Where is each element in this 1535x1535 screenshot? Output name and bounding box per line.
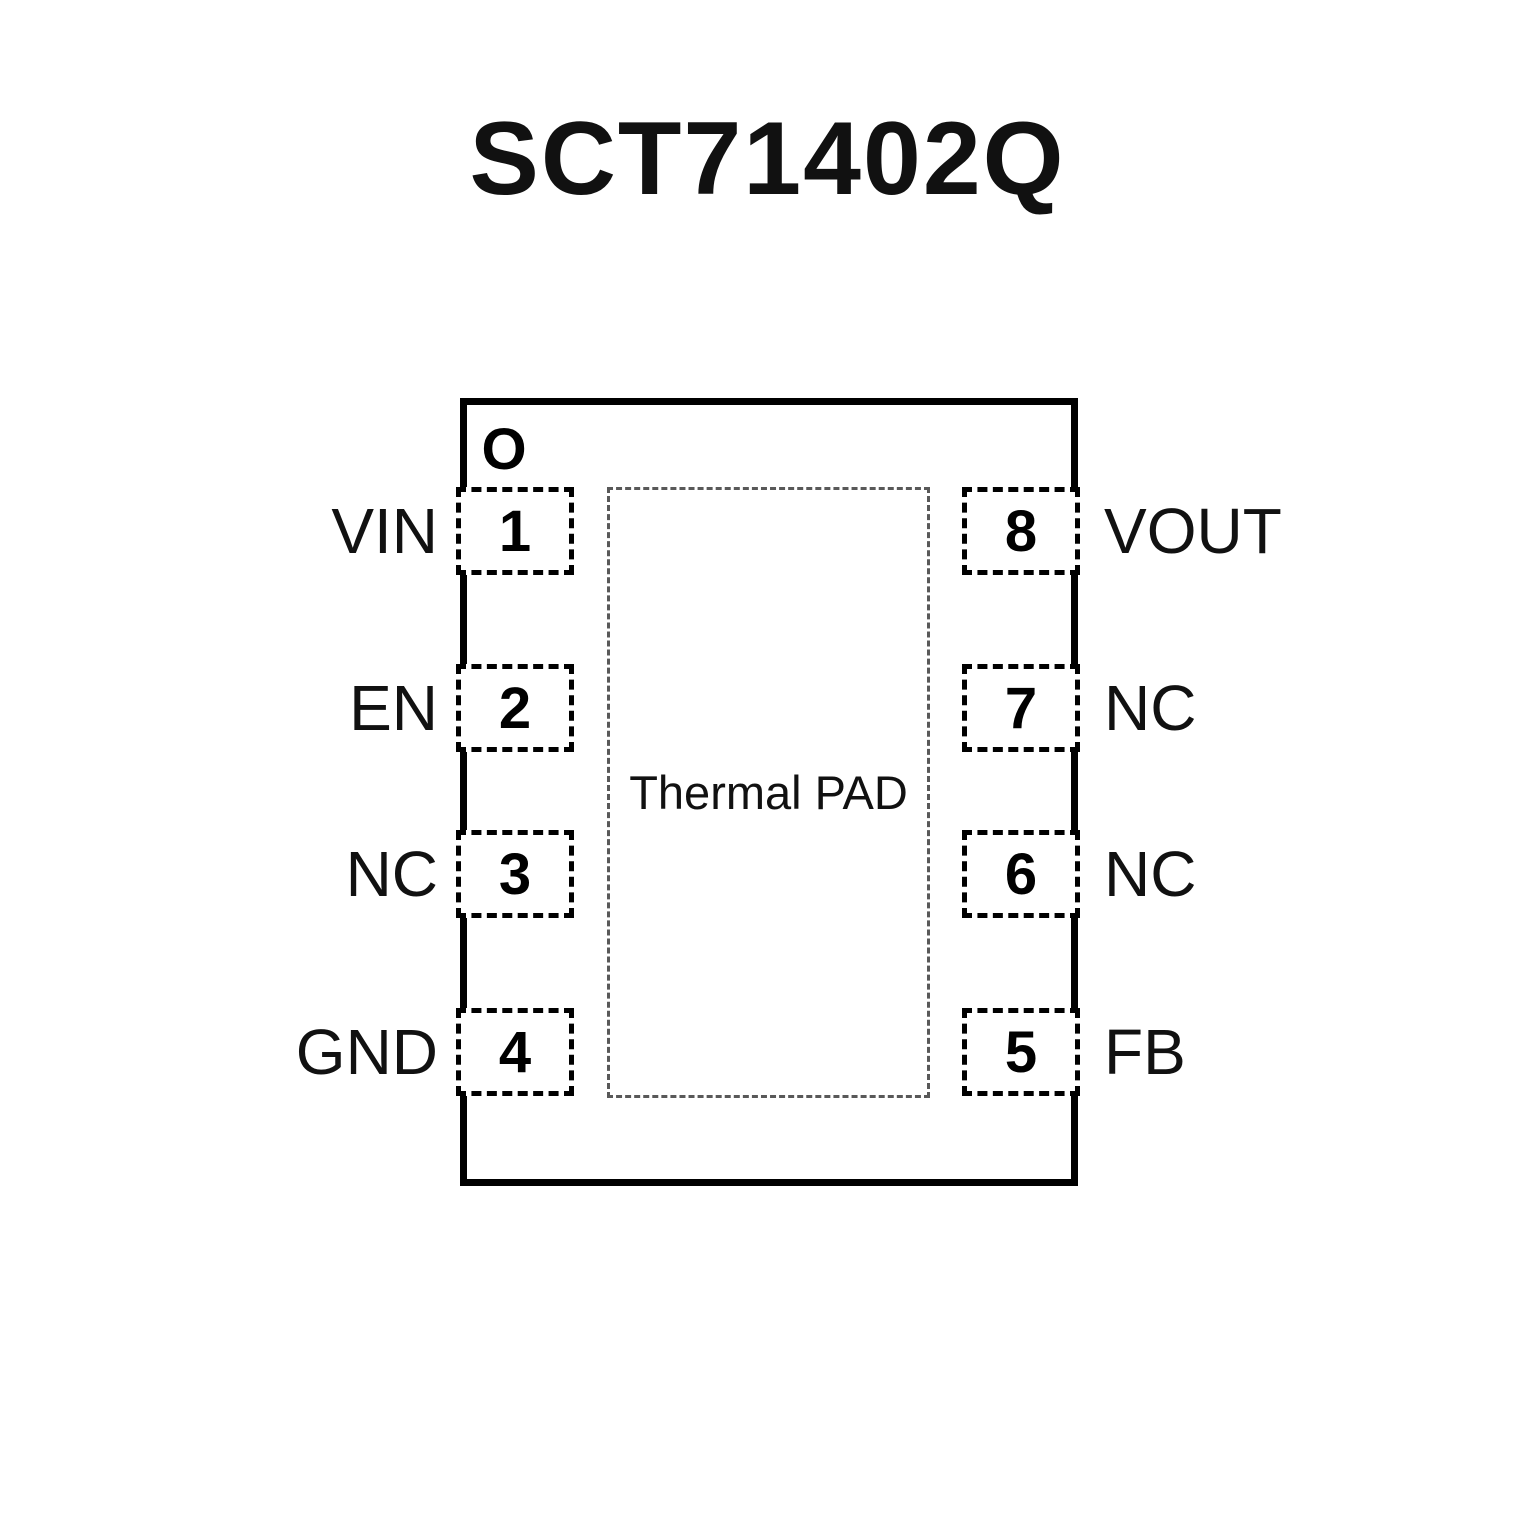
pin-box-1: 1 — [456, 487, 574, 575]
pin-number-5: 5 — [1004, 1019, 1038, 1085]
pin-box-6: 6 — [962, 830, 1080, 918]
pin-number-6: 6 — [1004, 841, 1038, 907]
pin-number-1: 1 — [498, 498, 532, 564]
pin-label-vout: VOUT — [1104, 495, 1282, 567]
pin-label-vin: VIN — [331, 495, 438, 567]
pin-number-7: 7 — [1004, 675, 1038, 741]
pin-label-nc-7: NC — [1104, 672, 1197, 744]
thermal-pad-label: Thermal PAD — [629, 766, 908, 819]
pin-box-7: 7 — [962, 664, 1080, 752]
pin-number-4: 4 — [498, 1019, 532, 1085]
pin-number-8: 8 — [1004, 498, 1038, 564]
pin-box-5: 5 — [962, 1008, 1080, 1096]
chip-title: SCT71402Q — [469, 101, 1066, 217]
pin-box-3: 3 — [456, 830, 574, 918]
pin1-indicator: O — [481, 417, 527, 482]
pin-label-fb: FB — [1104, 1016, 1186, 1088]
pin-label-en: EN — [349, 672, 438, 744]
thermal-pad: Thermal PAD — [607, 487, 930, 1098]
pin-number-3: 3 — [498, 841, 532, 907]
pin-box-8: 8 — [962, 487, 1080, 575]
pin-number-2: 2 — [498, 675, 532, 741]
pin-box-2: 2 — [456, 664, 574, 752]
pin-box-4: 4 — [456, 1008, 574, 1096]
pin-label-gnd: GND — [295, 1016, 438, 1088]
pin-label-nc-3: NC — [345, 838, 438, 910]
pin-label-nc-6: NC — [1104, 838, 1197, 910]
